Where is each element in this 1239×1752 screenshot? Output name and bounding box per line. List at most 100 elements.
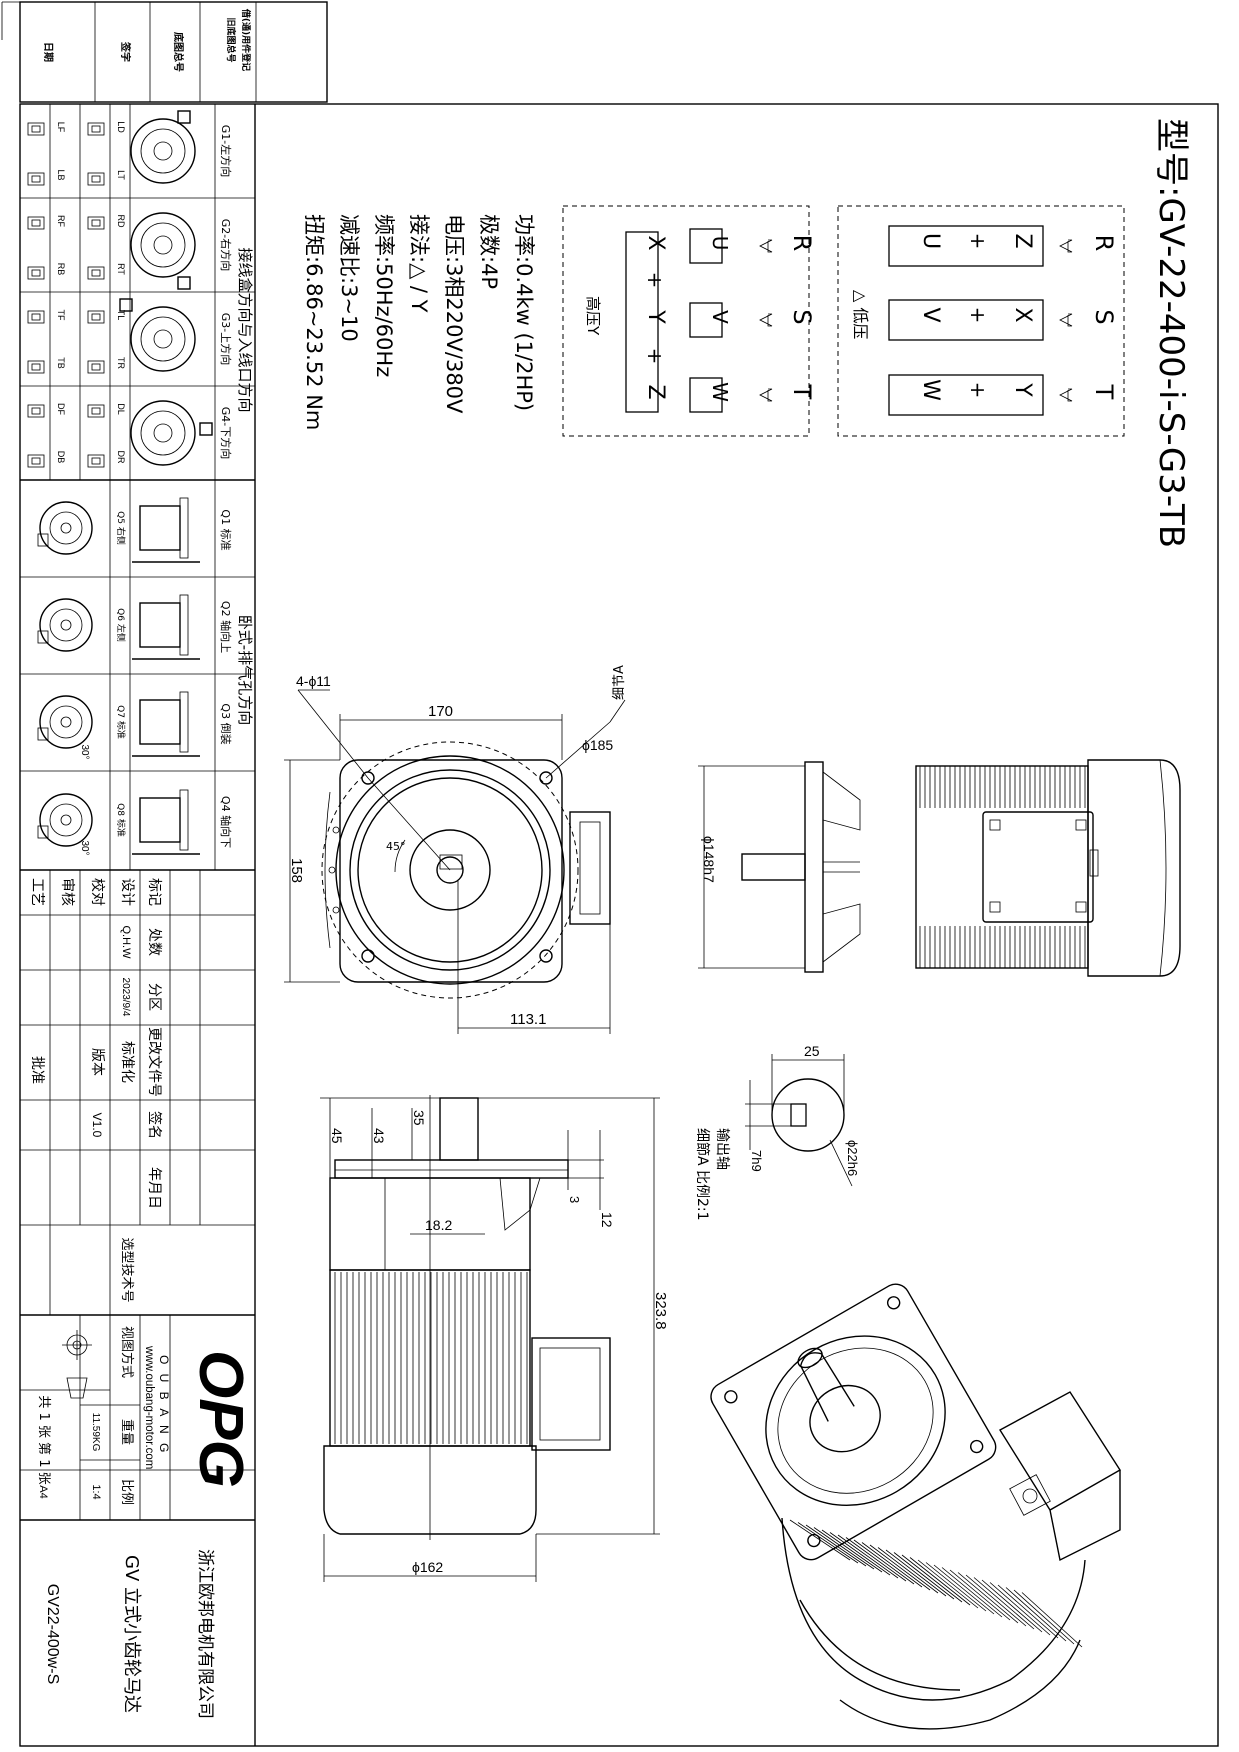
q-sub-label: Q8 标准	[115, 803, 127, 837]
flange-icon	[179, 691, 189, 753]
dim-148: ϕ148h7	[701, 836, 717, 883]
motor-side-icon	[139, 602, 181, 648]
high-box-label: W	[708, 382, 732, 402]
arrow-icon	[759, 239, 773, 253]
high-terminal-box	[689, 228, 723, 264]
motor-shaft-icon	[153, 141, 173, 161]
dim-18: 18.2	[425, 1217, 452, 1233]
high-terminal-s: S	[788, 309, 816, 324]
dim-323: 323.8	[652, 1292, 669, 1330]
fin-line	[957, 1572, 1019, 1624]
dim-113: 113.1	[510, 1011, 546, 1028]
code-label: RT	[116, 263, 126, 275]
g-label: G3-上方向	[219, 313, 233, 366]
arrow-icon	[1059, 313, 1073, 327]
motor-end-icon	[130, 306, 196, 372]
high-terminal-box	[689, 302, 723, 338]
motor-side-icon	[139, 699, 181, 745]
fin-line	[949, 1569, 1011, 1621]
terminal-box-icon	[37, 727, 49, 741]
dim-162: ϕ162	[412, 1559, 443, 1575]
detail-scale: 细節A 比例2:1	[694, 1128, 711, 1221]
star-link-box	[625, 231, 659, 413]
fin-line	[1021, 1592, 1083, 1648]
margin-sign: 签字	[119, 41, 132, 62]
role-check: 校对	[89, 878, 106, 906]
sheet-count: 共 1 张 第 1 张	[36, 1395, 51, 1484]
margin-old-no: 旧底图总号	[225, 17, 237, 62]
role-process: 工艺	[29, 878, 45, 906]
flange-view: 45°	[321, 741, 611, 999]
arrow-icon	[1059, 388, 1073, 402]
code-label: LF	[56, 122, 66, 133]
fin-line	[933, 1564, 995, 1615]
spec-poles: 极数:4P	[477, 214, 501, 289]
box-direction-icon	[87, 310, 105, 324]
box-direction-icon	[27, 310, 45, 324]
spec-connection: 接法:△ / Y	[407, 214, 431, 313]
box-inner-icon	[91, 313, 101, 321]
low-link-bottom: V	[918, 307, 943, 322]
dim-22: ϕ22h6	[845, 1140, 860, 1176]
fin-line	[901, 1554, 963, 1603]
box-direction-icon	[27, 360, 45, 374]
box-direction-icon	[27, 266, 45, 280]
plus-sign: +	[643, 348, 667, 365]
terminal-box-icon	[119, 298, 133, 312]
margin-date: 日期	[42, 42, 55, 62]
fin-line	[877, 1547, 939, 1594]
dim-158: 158	[288, 858, 305, 883]
drawing-number: GV22-400w-S	[44, 1584, 61, 1685]
version-value: V1.0	[90, 1113, 104, 1138]
fin-line	[965, 1574, 1027, 1627]
terminal-box-icon	[177, 110, 191, 124]
plus-sign: +	[643, 272, 667, 289]
terminal-box-icon	[37, 630, 49, 644]
fin-line	[989, 1582, 1051, 1636]
margin-strip: 日期 签字 底图总号 旧底图总号 借(通)用件登记	[19, 1, 328, 103]
q-label: Q3 倒装	[219, 703, 232, 744]
view-method: 视图方式	[119, 1326, 135, 1378]
motor-end-icon	[130, 118, 196, 184]
fin-line	[861, 1542, 923, 1588]
terminal-box-icon	[37, 533, 49, 547]
wiring-low-voltage: RZ+USX+VTY+W △ 低压	[837, 205, 1125, 437]
code-label: RF	[56, 215, 66, 227]
spec-power: 功率:0.4kw (1/2HP)	[512, 214, 536, 411]
sheet-border	[19, 103, 1219, 1747]
fin-line	[981, 1579, 1043, 1633]
hdr-change-doc: 更改文件号	[146, 1027, 162, 1097]
box-inner-icon	[91, 407, 101, 415]
code-label: TF	[56, 310, 66, 321]
box-inner-icon	[31, 313, 41, 321]
motor-shaft-icon	[153, 423, 173, 443]
motor-shaft-icon	[153, 329, 173, 349]
fin-line	[909, 1557, 971, 1606]
margin-base-no: 底图总号	[172, 32, 185, 72]
fin-line	[973, 1577, 1035, 1630]
box-direction-icon	[27, 122, 45, 136]
low-link-box	[888, 225, 1044, 267]
version-label: 版本	[89, 1048, 105, 1076]
spec-voltage: 电压:3相220V/380V	[442, 214, 466, 414]
motor-ring-icon	[49, 608, 83, 642]
star-link-label: X	[643, 235, 668, 250]
motor-ring-icon	[140, 316, 186, 362]
box-direction-icon	[87, 122, 105, 136]
role-design: 设计	[119, 878, 135, 906]
angle-label: 30°	[79, 840, 90, 855]
box-inner-icon	[31, 219, 41, 227]
dim-holes: 4-ϕ11	[296, 673, 331, 689]
fin-line	[853, 1539, 915, 1585]
logo-subtitle: O U B A N G	[157, 1355, 171, 1455]
star-link-label: Y	[643, 309, 668, 324]
code-label: LT	[116, 170, 126, 180]
code-label: DL	[116, 403, 126, 415]
isometric-view	[710, 1283, 1121, 1730]
box-inner-icon	[91, 125, 101, 133]
code-label: DB	[56, 451, 66, 464]
arrow-icon	[1059, 239, 1073, 253]
horizontal-title: 卧式-排气孔方向	[236, 615, 254, 725]
